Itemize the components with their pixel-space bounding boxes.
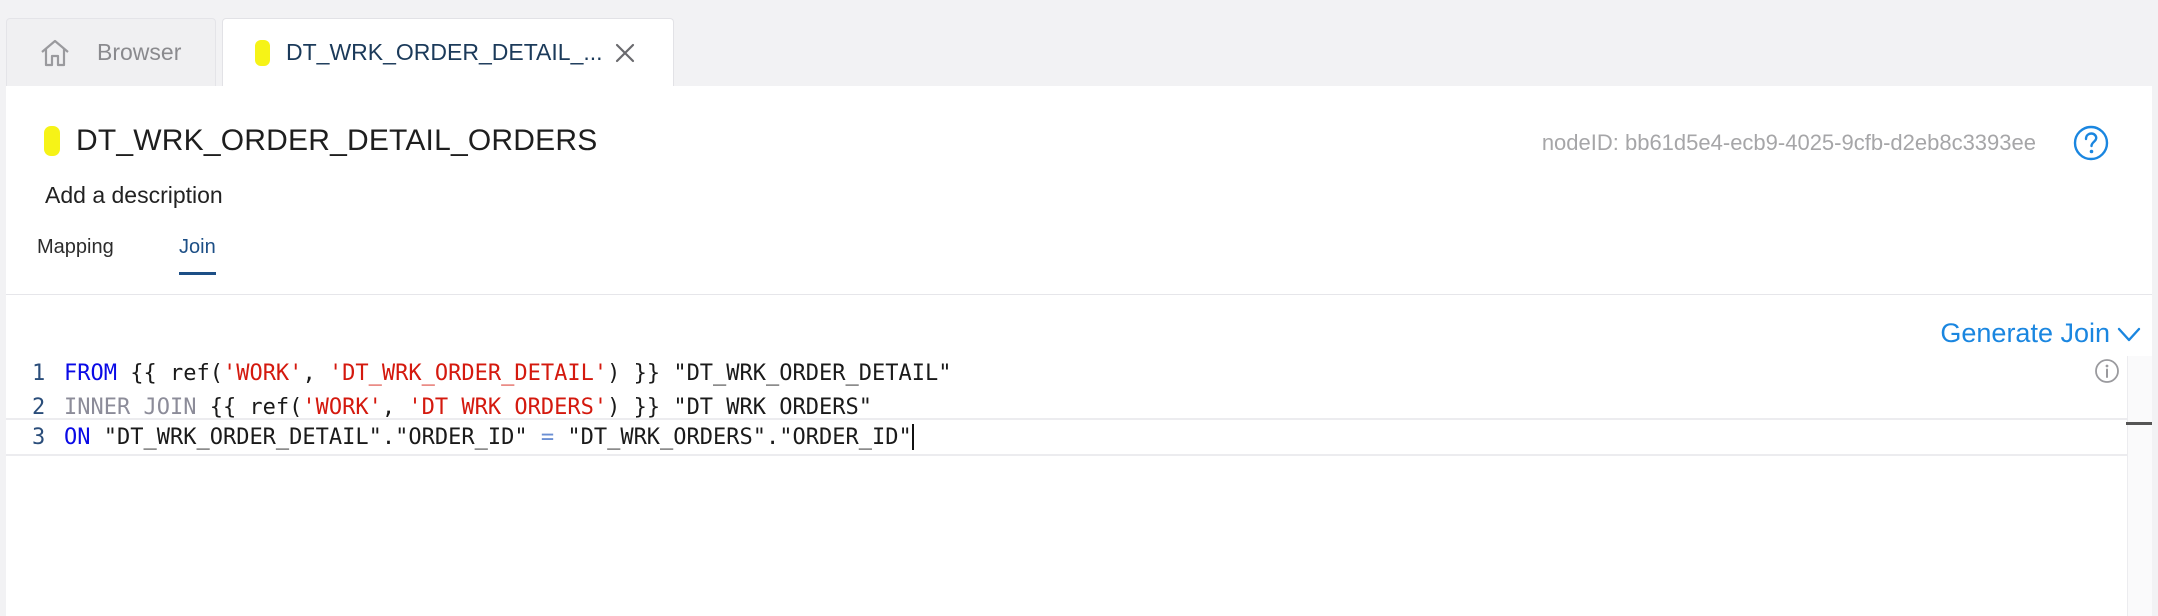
code-token: INNER JOIN	[64, 394, 197, 420]
scroll-position-marker	[2126, 422, 2152, 425]
code-line-active: 3 ON "DT_WRK_ORDER_DETAIL"."ORDER_ID" = …	[6, 418, 2146, 456]
tab-bar: Browser DT_WRK_ORDER_DETAIL_...	[0, 0, 2158, 86]
code-token: ,	[381, 394, 409, 420]
tab-node-editor[interactable]: DT_WRK_ORDER_DETAIL_...	[222, 18, 674, 86]
generate-join-label: Generate Join	[1940, 318, 2110, 348]
code-content: FROM {{ ref('WORK', 'DT_WRK_ORDER_DETAIL…	[64, 361, 951, 386]
code-content: ON "DT_WRK_ORDER_DETAIL"."ORDER_ID" = "D…	[64, 425, 912, 450]
editor-scrollbar[interactable]	[2126, 356, 2152, 616]
code-token: =	[540, 424, 555, 450]
node-id: nodeID: bb61d5e4-ecb9-4025-9cfb-d2eb8c33…	[1541, 130, 2036, 155]
title-row: DT_WRK_ORDER_DETAIL_ORDERS	[44, 124, 597, 158]
join-code-editor[interactable]: 1 FROM {{ ref('WORK', 'DT_WRK_ORDER_DETA…	[6, 356, 2152, 616]
code-token: ,	[302, 360, 329, 386]
home-icon	[41, 39, 69, 66]
code-token: ON	[64, 424, 91, 450]
info-icon[interactable]	[2094, 358, 2120, 384]
close-icon[interactable]	[613, 41, 637, 65]
generate-join-button[interactable]: Generate Join	[1940, 318, 2142, 349]
description-field[interactable]: Add a description	[45, 182, 223, 208]
line-number: 1	[32, 360, 46, 386]
node-editor-panel: DT_WRK_ORDER_DETAIL_ORDERS nodeID: bb61d…	[6, 86, 2152, 616]
code-token: FROM	[64, 360, 117, 386]
code-line: 2 INNER JOIN {{ ref('WORK', 'DT_WRK_ORDE…	[6, 390, 2146, 424]
code-content: INNER JOIN {{ ref('WORK', 'DT_WRK_ORDERS…	[64, 395, 872, 420]
code-token: ) }} "DT_WRK_ORDERS"	[607, 394, 872, 420]
tab-browser-label: Browser	[97, 39, 182, 65]
line-number: 2	[32, 394, 46, 420]
code-line: 1 FROM {{ ref('WORK', 'DT_WRK_ORDER_DETA…	[6, 356, 2146, 390]
code-token: "DT_WRK_ORDERS"."ORDER_ID"	[554, 424, 912, 450]
code-token: {{ ref(	[116, 360, 223, 386]
code-token: 'WORK'	[302, 394, 382, 420]
code-token: {{ ref(	[196, 394, 303, 420]
node-color-swatch	[44, 126, 60, 156]
code-token: 'DT_WRK_ORDER_DETAIL'	[328, 360, 608, 386]
help-icon[interactable]	[2072, 124, 2110, 162]
chevron-down-icon	[2117, 327, 2141, 341]
code-token: "DT_WRK_ORDER_DETAIL"."ORDER_ID"	[90, 424, 541, 450]
text-cursor	[911, 424, 914, 450]
tab-mapping[interactable]: Mapping	[37, 236, 114, 258]
tab-join[interactable]: Join	[179, 236, 216, 275]
node-color-swatch	[255, 39, 270, 66]
line-number: 3	[32, 424, 46, 450]
code-token: 'WORK'	[222, 360, 303, 386]
page-title[interactable]: DT_WRK_ORDER_DETAIL_ORDERS	[76, 124, 598, 157]
code-token: 'DT_WRK_ORDERS'	[408, 394, 608, 420]
sub-tabs: Mapping Join	[6, 236, 2152, 295]
code-token: ) }} "DT_WRK_ORDER_DETAIL"	[607, 360, 952, 386]
tab-browser[interactable]: Browser	[6, 18, 216, 86]
tab-node-editor-label: DT_WRK_ORDER_DETAIL_...	[286, 39, 603, 65]
